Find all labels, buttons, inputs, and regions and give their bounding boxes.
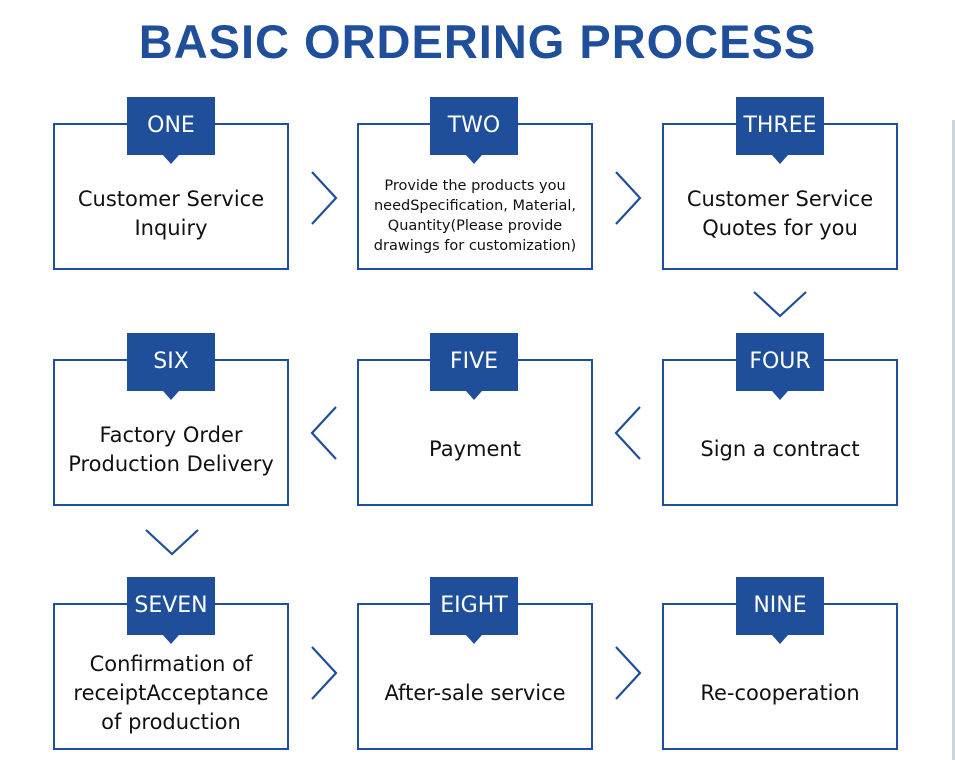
page-title: BASIC ORDERING PROCESS [138,15,817,68]
chevron-down-icon [753,291,807,318]
step-box-two: Provide the products you needSpecificati… [357,123,593,270]
step-text: Factory Order Production Delivery [68,422,274,476]
edge-divider [952,120,955,760]
chevron-left-icon [614,406,641,460]
step-tag: FIVE [430,333,518,400]
chevron-down-icon [145,529,199,556]
step-tag: THREE [736,97,824,164]
step-text: Confirmation of receiptAcceptance of pro… [73,652,269,734]
step-tag: EIGHT [430,577,518,644]
step-text: Re-cooperation [700,681,860,705]
step-tag: SEVEN [127,577,215,644]
step-text: Provide the products you needSpecificati… [373,177,577,254]
chevron-left-icon [310,406,337,460]
step-tag: FOUR [736,333,824,400]
chevron-right-icon [615,646,642,700]
step-text: Customer Service Inquiry [77,186,265,240]
step-text: Sign a contract [700,437,860,461]
step-text: After-sale service [384,681,566,705]
step-box-four: Sign a contract [662,359,898,506]
step-tag: SIX [127,333,215,400]
step-text: Customer Service Quotes for you [686,186,874,240]
step-text: Payment [429,437,521,461]
chevron-right-icon [615,171,642,225]
chevron-right-icon [311,171,338,225]
step-tag: ONE [127,97,215,164]
step-tag: TWO [430,97,518,164]
chevron-right-icon [311,646,338,700]
step-tag: NINE [736,577,824,644]
